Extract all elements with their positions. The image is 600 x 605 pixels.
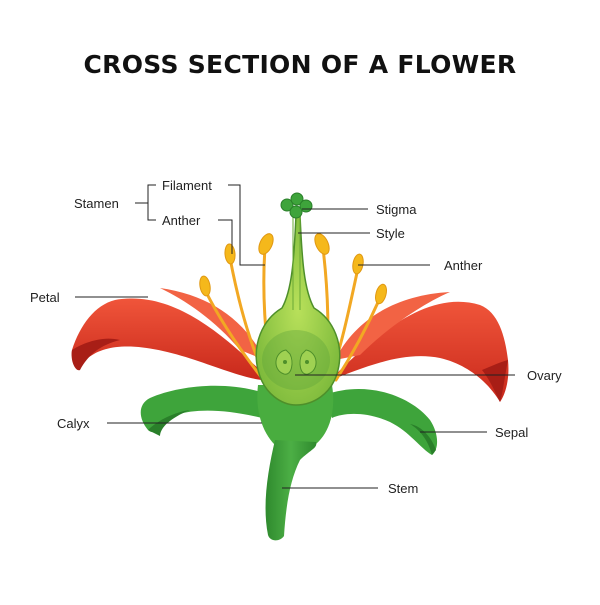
anther-2	[224, 243, 236, 265]
label-sepal: Sepal	[495, 425, 528, 440]
petal-right-back	[335, 292, 450, 360]
filament-1	[203, 288, 264, 380]
petal-left	[71, 298, 271, 381]
label-calyx: Calyx	[57, 416, 90, 431]
stem	[265, 440, 317, 541]
anther-3	[258, 233, 274, 255]
label-stigma: Stigma	[376, 202, 417, 217]
leader-lines	[75, 184, 515, 489]
label-anther-right: Anther	[444, 258, 483, 273]
leader-filament	[228, 184, 265, 266]
leader-stamen-bracket	[135, 184, 156, 221]
sepal-right	[325, 389, 438, 455]
petal-left-fold	[71, 338, 120, 371]
style-tube	[292, 216, 301, 310]
anther-5	[352, 253, 364, 275]
filament-6	[334, 296, 382, 382]
petal-right	[330, 301, 509, 402]
label-filament: Filament	[162, 178, 212, 193]
petal-right-fold	[482, 360, 508, 402]
ovule-dot-left	[283, 360, 287, 364]
diagram-title: CROSS SECTION OF A FLOWER	[83, 50, 517, 79]
petals	[71, 288, 509, 402]
label-ovary: Ovary	[527, 368, 562, 383]
leader-anther-left	[218, 219, 233, 254]
ovule-dot-right	[305, 360, 309, 364]
sepal-left	[140, 385, 270, 433]
sepal-left-shade	[148, 410, 190, 436]
label-stamen: Stamen	[74, 196, 119, 211]
label-style: Style	[376, 226, 405, 241]
anther-1	[199, 275, 211, 297]
petal-left-back	[160, 288, 265, 360]
label-petal: Petal	[30, 290, 60, 305]
anther-6	[375, 283, 387, 305]
anther-4	[314, 233, 330, 255]
ovary-chamber	[262, 330, 330, 390]
labels: Stamen Filament Anther Stigma Style Anth…	[30, 178, 562, 496]
sepal-right-shade	[410, 424, 436, 455]
anthers	[199, 233, 387, 305]
label-stem: Stem	[388, 481, 418, 496]
label-anther-left: Anther	[162, 213, 201, 228]
stigma-head	[280, 192, 313, 219]
sepals	[140, 385, 438, 455]
